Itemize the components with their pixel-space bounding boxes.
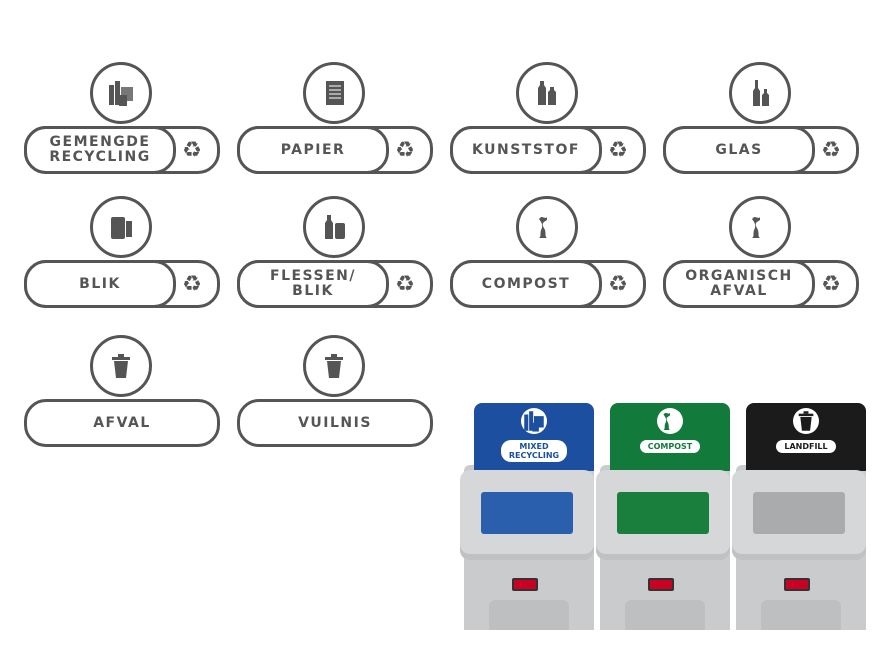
sign-icon-badge: [793, 408, 819, 434]
apple-core-icon: [539, 217, 559, 238]
label-text: PAPIER: [237, 126, 389, 174]
icon-badge: [90, 196, 152, 258]
bin-door: [625, 600, 705, 630]
trash-bin-icon: [325, 354, 343, 378]
glass-bottles-icon: [753, 80, 769, 106]
bin-door: [761, 600, 841, 630]
trash-bin-icon: [798, 411, 814, 431]
waste-label: ♻KUNSTSTOF: [450, 62, 646, 174]
label-text: AFVAL: [24, 399, 220, 447]
bin-door: [489, 600, 569, 630]
bin-opening: [617, 492, 709, 534]
bin-header-sign: COMPOST: [610, 403, 730, 471]
can-icon: [111, 217, 132, 239]
sign-label: MIXED RECYCLING: [500, 440, 568, 462]
apple-core-icon: [752, 217, 772, 238]
bin-header-sign: LANDFILL: [746, 403, 866, 471]
trash-bin-icon: [112, 354, 130, 378]
label-text: VUILNIS: [237, 399, 433, 447]
sign-label: LANDFILL: [776, 440, 836, 453]
icon-badge: [90, 335, 152, 397]
label-text: BLIK: [24, 260, 176, 308]
icon-badge: [303, 335, 365, 397]
apple-core-icon: [663, 412, 680, 430]
sign-label: COMPOST: [639, 440, 701, 453]
mixed-recycling-icon: [109, 81, 133, 106]
bottle-can-icon: [325, 215, 345, 239]
waste-label: ♻FLESSEN/ BLIK: [237, 196, 433, 308]
icon-badge: [90, 62, 152, 124]
waste-label: ♻PAPIER: [237, 62, 433, 174]
recycle-icon: ♻: [182, 137, 202, 163]
waste-label: VUILNIS: [237, 335, 433, 447]
sign-icon-badge: [657, 408, 683, 434]
brand-badge: [512, 578, 538, 591]
brand-badge: [784, 578, 810, 591]
label-text: ORGANISCH AFVAL: [663, 260, 815, 308]
label-text: GLAS: [663, 126, 815, 174]
mixed-recycling-icon: [524, 411, 544, 432]
label-text: FLESSEN/ BLIK: [237, 260, 389, 308]
waste-label: AFVAL: [24, 335, 220, 447]
recycle-icon: ♻: [608, 271, 628, 297]
waste-label: ♻ORGANISCH AFVAL: [663, 196, 859, 308]
recycle-icon: ♻: [395, 271, 415, 297]
recycle-icon: ♻: [608, 137, 628, 163]
paper-icon: [326, 81, 344, 105]
recycle-icon: ♻: [182, 271, 202, 297]
waste-label: ♻GLAS: [663, 62, 859, 174]
bin-header-sign: MIXED RECYCLING: [474, 403, 594, 471]
recycle-icon: ♻: [821, 271, 841, 297]
waste-label: ♻GEMENGDE RECYCLING: [24, 62, 220, 174]
bin-opening: [481, 492, 573, 534]
bin-opening: [753, 492, 845, 534]
waste-label: ♻COMPOST: [450, 196, 646, 308]
waste-label: ♻BLIK: [24, 196, 220, 308]
recycle-icon: ♻: [821, 137, 841, 163]
recycle-icon: ♻: [395, 137, 415, 163]
icon-badge: [303, 196, 365, 258]
icon-badge: [303, 62, 365, 124]
icon-badge: [729, 62, 791, 124]
icon-badge: [516, 196, 578, 258]
sign-icon-badge: [521, 408, 547, 434]
label-text: COMPOST: [450, 260, 602, 308]
icon-badge: [516, 62, 578, 124]
icon-badge: [729, 196, 791, 258]
label-text: GEMENGDE RECYCLING: [24, 126, 176, 174]
plastic-bottles-icon: [538, 81, 556, 105]
label-text: KUNSTSTOF: [450, 126, 602, 174]
brand-badge: [648, 578, 674, 591]
